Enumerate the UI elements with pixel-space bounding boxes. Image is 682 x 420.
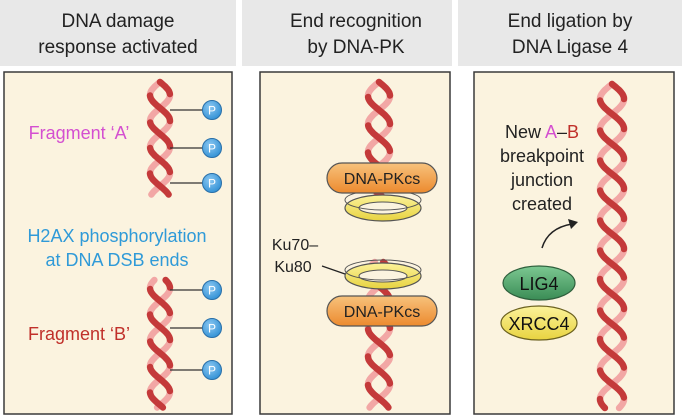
- helix-strand-back: [364, 78, 383, 99]
- helix-strand-front: [146, 92, 174, 125]
- panel-1-title-line2: response activated: [38, 37, 198, 58]
- helix-strand-front: [596, 187, 628, 223]
- helix-strand-front: [364, 353, 394, 387]
- helix-strand-front: [146, 170, 172, 198]
- helix-strand-front: [146, 311, 174, 344]
- helix-strand-front: [364, 381, 392, 411]
- dnapkcs-bottom-label: DNA-PKcs: [344, 304, 420, 321]
- helix-strand-front: [146, 119, 174, 150]
- panel-3-title-line2: DNA Ligase 4: [512, 37, 629, 58]
- helix-strand-front: [596, 367, 628, 401]
- panel-3: End ligation by DNA Ligase 4 New A–B bre…: [458, 0, 682, 415]
- phospho-group-b1: P: [170, 280, 222, 300]
- helix-strand-front: [608, 80, 628, 103]
- helix-strand-front: [596, 275, 628, 313]
- ku-label-line1: Ku70–: [272, 237, 318, 254]
- helix-strand-front: [364, 93, 394, 128]
- panel-2-header: [242, 0, 452, 66]
- helix-strand-front: [375, 78, 394, 99]
- helix-strand-front: [146, 285, 174, 317]
- fragment-a-label: Fragment ‘A’: [29, 123, 130, 143]
- letter-a: A: [545, 122, 557, 142]
- panel-3-body: [473, 71, 675, 415]
- helix-strand-front: [596, 157, 628, 193]
- panel-2: End recognition by DNA-PK DNA-PKcs DNA-P…: [242, 0, 452, 415]
- helix-strand-front: [596, 395, 609, 412]
- letter-b: B: [567, 122, 579, 142]
- ku-ring-top: [344, 189, 422, 222]
- helix-strand-front: [146, 338, 174, 369]
- xrcc4-protein: XRCC4: [500, 305, 578, 341]
- xrcc4-label: XRCC4: [508, 314, 569, 334]
- junction-line1: New A–B: [505, 122, 579, 142]
- panel-3-header: [458, 0, 682, 66]
- junction-arrow: [541, 219, 578, 249]
- junction-line3: junction: [510, 170, 573, 190]
- helix-strand-front: [596, 97, 628, 133]
- dnapkcs-top-label: DNA-PKcs: [344, 171, 420, 188]
- helix-strand-back: [596, 80, 616, 103]
- phospho-group-b3: P: [170, 360, 222, 380]
- phospho-badge: P: [208, 177, 216, 191]
- phospho-label-line2: at DNA DSB ends: [45, 250, 188, 270]
- ku-ring-bottom: [344, 259, 422, 290]
- helix-fragment-b: [146, 276, 174, 411]
- phospho-group-a1: P: [170, 100, 222, 120]
- ku-label-line2: Ku80: [274, 259, 311, 276]
- phospho-badge: P: [208, 364, 216, 378]
- panel-1-title-line1: DNA damage: [61, 11, 174, 32]
- phospho-group-b2: P: [170, 318, 222, 338]
- fragment-b-label: Fragment ‘B’: [28, 324, 130, 344]
- helix-strand-front: [364, 122, 394, 155]
- panel-2-title-line1: End recognition: [290, 11, 422, 32]
- helix-strand-front: [162, 276, 174, 291]
- helix-strand-front: [596, 335, 628, 371]
- helix-strand-front: [146, 389, 167, 411]
- phospho-group-a2: P: [170, 138, 222, 158]
- phospho-badge: P: [208, 284, 216, 298]
- lig4-label: LIG4: [519, 274, 558, 294]
- panel-2-title-line2: by DNA-PK: [307, 37, 404, 58]
- dnapkcs-bottom: DNA-PKcs: [326, 295, 438, 327]
- panel-2-body: [259, 71, 451, 415]
- helix-strand-front: [596, 127, 628, 163]
- helix-strand-front: [146, 144, 174, 176]
- panel-1: DNA damage response activated P P P P: [0, 0, 236, 415]
- panel-3-title-line1: End ligation by: [508, 11, 633, 32]
- helix-strand-front: [146, 363, 174, 395]
- junction-line4: created: [512, 194, 572, 214]
- panel-1-header: [0, 0, 236, 66]
- panel-1-body: [3, 71, 233, 415]
- helix-strand-front: [156, 78, 174, 98]
- dnapkcs-top: DNA-PKcs: [326, 162, 438, 194]
- helix-strand-front: [596, 247, 628, 281]
- helix-strand-front: [364, 326, 394, 359]
- phospho-badge: P: [208, 322, 216, 336]
- helix-joined: [596, 80, 628, 412]
- junction-line2: breakpoint: [500, 146, 584, 166]
- phospho-label-line1: H2AX phosphorylation: [27, 226, 206, 246]
- helix-fragment-a: [146, 78, 174, 198]
- ku-pointer: [321, 265, 346, 275]
- phospho-group-a3: P: [170, 173, 222, 193]
- helix-strand-front: [596, 217, 628, 253]
- lig4-protein: LIG4: [502, 265, 576, 301]
- phospho-badge: P: [208, 142, 216, 156]
- helix-strand-front: [596, 307, 628, 341]
- phospho-badge: P: [208, 104, 216, 118]
- helix-strand-back: [366, 381, 394, 411]
